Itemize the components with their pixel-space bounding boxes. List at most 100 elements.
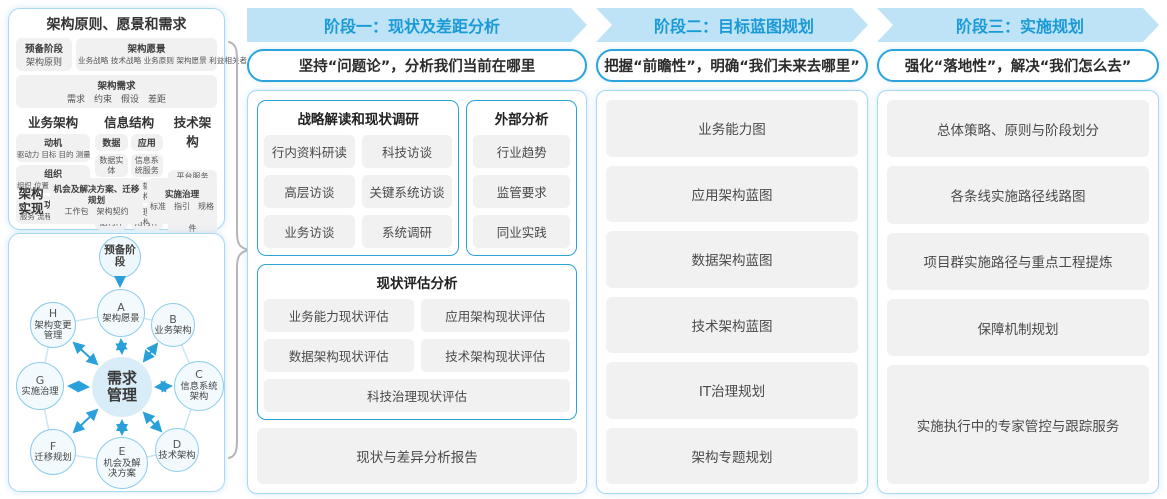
phase3-column: 阶段三：实施规划 强化“落地性”，解决“我们怎么去” 总体策略、原则与阶段划分 … [877, 8, 1159, 494]
adm-node-label: 技术架构 [158, 449, 196, 461]
adm-node-h: H 架构变更管理 [30, 302, 76, 348]
phase2-item: 技术架构蓝图 [606, 296, 858, 353]
phase2-band: 阶段二：目标蓝图规划 [596, 8, 868, 42]
panel-title: 架构原则、愿景和需求 [46, 17, 187, 33]
survey-title: 战略解读和现状调研 [297, 112, 419, 128]
prep-phase-box: 预备阶段 架构原则 [16, 38, 72, 71]
phase3-item: 总体策略、原则与阶段划分 [887, 100, 1149, 158]
external-item: 同业实践 [473, 215, 570, 248]
phase2-item: 数据架构蓝图 [606, 231, 858, 288]
adm-node-a: A 架构愿景 [97, 289, 145, 337]
prep-title: 预备阶段 [24, 44, 63, 55]
phase3-subtitle: 强化“落地性”，解决“我们怎么去” [877, 49, 1159, 82]
phase3-panel: 总体策略、原则与阶段划分 各条线实施路径线路图 项目群实施路径与重点工程提炼 保… [877, 90, 1159, 494]
data-subcolumn: 数据 数据实体 逻辑数据构件 物理数据构件 [95, 134, 128, 230]
application-subcolumn: 应用 信息系统服务 逻辑应用构件 物理应用构件 [130, 134, 164, 230]
external-items: 行业趋势 监管要求 同业实践 [473, 135, 570, 248]
req-sub: 需求 约束 假设 差距 [66, 95, 166, 105]
adm-center-label: 需求管理 [106, 369, 137, 404]
assessment-box: 现状评估分析 业务能力现状评估 应用架构现状评估 数据架构现状评估 技术架构现状… [257, 264, 577, 420]
opportunities-title: 机会及解决方案、迁移规划 [53, 184, 140, 206]
adm-node-label: 实施治理 [21, 385, 59, 397]
adm-node-label: 业务架构 [154, 324, 192, 336]
phases-section: 阶段一：现状及差距分析 坚持“问题论”，分析我们当前在哪里 战略解读和现状调研 … [247, 8, 1159, 494]
survey-item: 行内资料研读 [264, 135, 355, 168]
opportunities-migration-box: 机会及解决方案、迁移规划 工作包 架构契约 [50, 178, 144, 224]
survey-item: 系统调研 [361, 215, 453, 248]
architecture-columns: 业务架构 动机 驱动力 目标 目的 测量 组织 组织 位置 驱动者 角色 功能 … [16, 112, 217, 236]
assessment-item: 技术架构现状评估 [420, 339, 570, 372]
motivation-sub: 驱动力 目标 目的 测量 [17, 150, 91, 159]
adm-node-letter: E [118, 445, 126, 459]
vision-box: 架构愿景 业务战略 技术战略 业务原则 架构愿景 利益相关者 [76, 38, 248, 71]
adm-prep-label: 预备阶段 [104, 244, 136, 268]
phase2-panel: 业务能力图 应用架构蓝图 数据架构蓝图 技术架构蓝图 IT治理规划 架构专题规划 [596, 90, 868, 494]
phase2-subtitle: 把握“前瞻性”，明确“我们未来去哪里” [596, 49, 868, 82]
phase1-top-row: 战略解读和现状调研 行内资料研读 科技访谈 高层访谈 关键系统访谈 业务访谈 系… [257, 100, 577, 256]
adm-node-letter: G [35, 373, 45, 387]
phase2-item: IT治理规划 [606, 362, 858, 419]
external-title: 外部分析 [494, 112, 549, 128]
external-item: 监管要求 [473, 175, 570, 208]
adm-node-letter: F [49, 439, 57, 453]
implementation-governance-box: 实施治理 标准 指引 规格 [147, 178, 217, 224]
phase2-item: 架构专题规划 [606, 427, 858, 484]
application-header: 应用 [130, 134, 164, 151]
adm-node-prep: 预备阶段 [99, 236, 141, 278]
phase3-item-tall: 实施执行中的专家管控与跟踪服务 [887, 365, 1149, 484]
vision-sub: 业务战略 技术战略 业务原则 架构愿景 利益相关者 [78, 56, 248, 65]
technology-architecture-column: 技术架构 平台服务 逻辑技术构件 物理技术构件 [168, 112, 217, 236]
information-subcolumns: 数据 数据实体 逻辑数据构件 物理数据构件 应用 信息系统服务 逻辑应用构件 物… [95, 134, 164, 230]
adm-node-letter: H [48, 307, 58, 321]
adm-node-d: D 技术架构 [155, 428, 199, 472]
governance-sub: 标准 指引 规格 [150, 201, 215, 211]
external-analysis-box: 外部分析 行业趋势 监管要求 同业实践 [466, 100, 577, 256]
phase1-band: 阶段一：现状及差距分析 [247, 8, 587, 42]
adm-node-c: C 信息系统架构 [174, 361, 224, 411]
adm-node-label: 架构愿景 [102, 312, 140, 324]
adm-cycle-diagram: 预备阶段 A 架构愿景 B 业务架构 C 信息系统架构 D 技术架构 E 机会及… [9, 234, 224, 491]
survey-item: 业务访谈 [264, 215, 355, 248]
phase3-band: 阶段三：实施规划 [877, 8, 1159, 42]
adm-node-label: 信息系统架构 [180, 380, 218, 403]
motivation-title: 动机 [44, 139, 63, 149]
prep-sub: 架构原则 [25, 58, 62, 68]
adm-node-letter: B [169, 312, 177, 326]
phase3-item: 保障机制规划 [887, 298, 1149, 357]
data-item: 数据实体 [95, 154, 128, 178]
phase3-item: 各条线实施路径线路图 [887, 166, 1149, 224]
adm-node-label: 架构变更管理 [34, 319, 72, 342]
phase3-item: 项目群实施路径与重点工程提炼 [887, 232, 1149, 290]
vision-title: 架构愿景 [127, 44, 166, 55]
adm-node-letter: A [117, 300, 125, 314]
assessment-item: 业务能力现状评估 [264, 299, 414, 332]
survey-item: 高层访谈 [264, 175, 355, 208]
opportunities-sub: 工作包 架构契约 [64, 207, 129, 217]
adm-node-e: E 机会及解决方案 [96, 437, 148, 489]
information-structure-title: 信息结构 [104, 115, 155, 130]
requirements-box: 架构需求 需求 约束 假设 差距 [16, 75, 217, 108]
motivation-box: 动机 驱动力 目标 目的 测量 [16, 134, 91, 162]
adm-node-letter: D [172, 437, 182, 451]
gap-analysis-report-box: 现状与差异分析报告 [257, 428, 577, 484]
strategy-survey-box: 战略解读和现状调研 行内资料研读 科技访谈 高层访谈 关键系统访谈 业务访谈 系… [257, 100, 460, 256]
phase2-item: 业务能力图 [606, 100, 858, 157]
business-architecture-column: 业务架构 动机 驱动力 目标 目的 测量 组织 组织 位置 驱动者 角色 功能 … [16, 112, 91, 224]
technology-architecture-title: 技术架构 [173, 115, 212, 149]
governance-title: 实施治理 [164, 190, 200, 201]
adm-node-label: 迁移规划 [34, 451, 72, 463]
assessment-items: 业务能力现状评估 应用架构现状评估 数据架构现状评估 技术架构现状评估 [264, 299, 570, 372]
architecture-principles-panel: 架构原则、愿景和需求 预备阶段 架构原则 架构愿景 业务战略 技术战略 业务原则… [8, 8, 248, 236]
phase1-subtitle: 坚持“问题论”，分析我们当前在哪里 [247, 49, 587, 82]
architecture-implementation-row: 架构实现 机会及解决方案、迁移规划 工作包 架构契约 实施治理 标准 指引 规格 [16, 178, 217, 224]
assessment-title: 现状评估分析 [376, 276, 458, 292]
phase1-panel: 战略解读和现状调研 行内资料研读 科技访谈 高层访谈 关键系统访谈 业务访谈 系… [247, 90, 587, 494]
assessment-item: 数据架构现状评估 [264, 339, 414, 372]
implementation-label: 架构实现 [18, 186, 44, 216]
adm-center-requirements: 需求管理 [92, 357, 152, 417]
adm-cycle-panel: 预备阶段 A 架构愿景 B 业务架构 C 信息系统架构 D 技术架构 E 机会及… [8, 233, 225, 492]
phase2-item: 应用架构蓝图 [606, 165, 858, 222]
survey-item: 科技访谈 [361, 135, 453, 168]
prep-vision-row: 预备阶段 架构原则 架构愿景 业务战略 技术战略 业务原则 架构愿景 利益相关者 [16, 38, 248, 71]
adm-node-f: F 迁移规划 [30, 429, 76, 475]
